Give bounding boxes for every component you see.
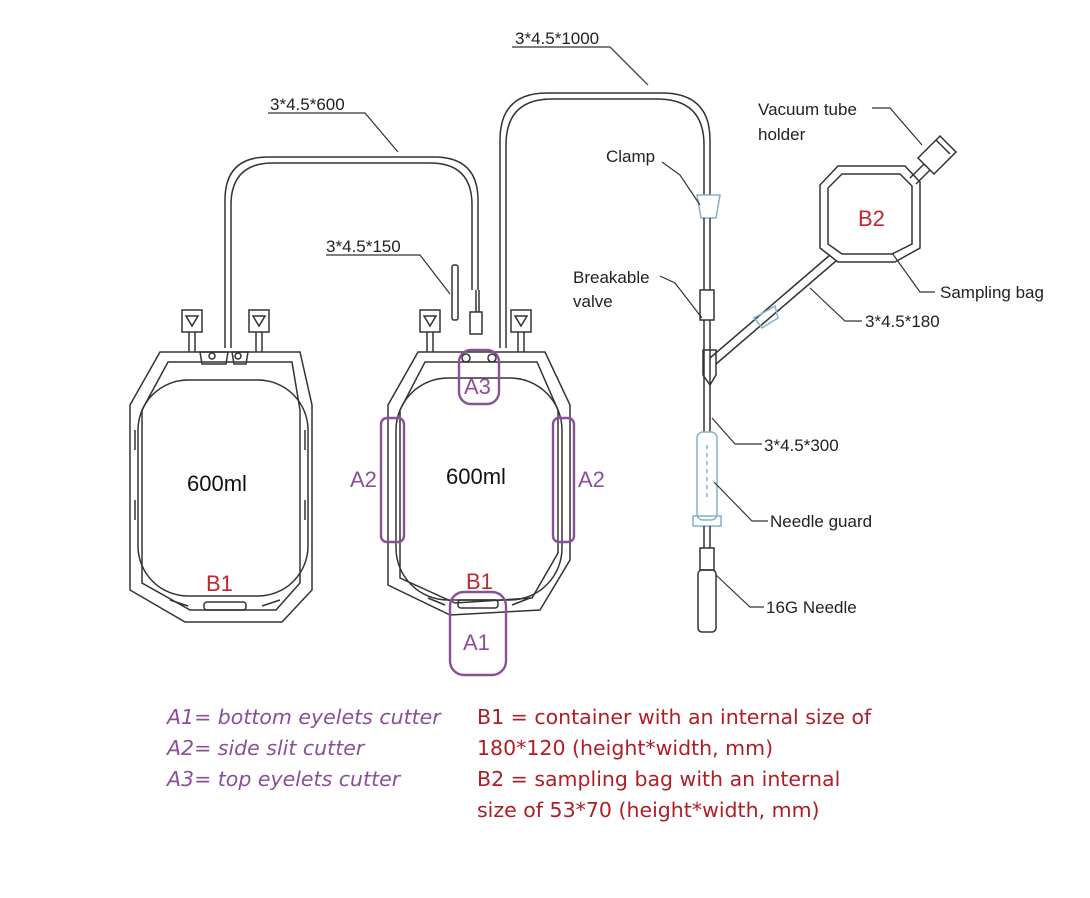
left-blood-bag bbox=[129, 309, 313, 623]
needle-label: 16G Needle bbox=[766, 598, 857, 617]
right-blood-bag bbox=[387, 264, 571, 616]
tube-180-label: 3*4.5*180 bbox=[865, 312, 940, 331]
cutter-a2-left-label: A2 bbox=[350, 467, 377, 492]
cutter-a2-left-outline bbox=[379, 416, 406, 544]
tube-150-label: 3*4.5*150 bbox=[326, 237, 401, 256]
tube-600-label: 3*4.5*600 bbox=[270, 95, 345, 114]
cutter-a2-right-outline bbox=[551, 416, 576, 544]
vacuum-tube-holder-label-line2: holder bbox=[758, 125, 806, 144]
cutter-outlines bbox=[379, 348, 576, 677]
breakable-valve-label-line2: valve bbox=[573, 292, 613, 311]
cutter-a1-outline bbox=[448, 590, 508, 677]
legend-cutters: A1= bottom eyelets cutter A2= side slit … bbox=[167, 702, 441, 795]
clamp-label: Clamp bbox=[606, 147, 655, 166]
legend-bags: B1 = container with an internal size of … bbox=[477, 702, 871, 826]
left-bag-b1-label: B1 bbox=[206, 571, 233, 596]
sampling-bag bbox=[819, 134, 958, 263]
left-bag-volume: 600ml bbox=[187, 471, 247, 496]
right-bag-b1-label: B1 bbox=[466, 569, 493, 594]
leader-lines bbox=[268, 46, 935, 608]
cutter-a3-label: A3 bbox=[464, 374, 491, 399]
legend-b1-line2: 180*120 (height*width, mm) bbox=[477, 736, 774, 760]
legend-b1-line1: B1 = container with an internal size of bbox=[477, 705, 872, 729]
sampling-bag-label: Sampling bag bbox=[940, 283, 1044, 302]
cutter-a3-outline bbox=[457, 348, 501, 406]
legend-a1: A1= bottom eyelets cutter bbox=[167, 705, 441, 729]
needle bbox=[697, 526, 717, 633]
legend-b2-line2: size of 53*70 (height*width, mm) bbox=[477, 798, 820, 822]
sampling-bag-b2-label: B2 bbox=[858, 206, 885, 231]
cutter-a2-right-label: A2 bbox=[578, 467, 605, 492]
tubing-lines bbox=[224, 92, 837, 432]
tube-1000-label: 3*4.5*1000 bbox=[515, 29, 599, 48]
needle-guard-label: Needle guard bbox=[770, 512, 872, 531]
cutter-a1-label: A1 bbox=[463, 630, 490, 655]
legend-a2: A2= side slit cutter bbox=[167, 736, 365, 760]
legend-b2-line1: B2 = sampling bag with an internal bbox=[477, 767, 841, 791]
legend-a3: A3= top eyelets cutter bbox=[167, 767, 401, 791]
breakable-valve-label-line1: Breakable bbox=[573, 268, 650, 287]
right-bag-volume: 600ml bbox=[446, 464, 506, 489]
tube-300-label: 3*4.5*300 bbox=[764, 436, 839, 455]
vacuum-tube-holder-label-line1: Vacuum tube bbox=[758, 100, 857, 119]
needle-guard bbox=[692, 431, 722, 527]
